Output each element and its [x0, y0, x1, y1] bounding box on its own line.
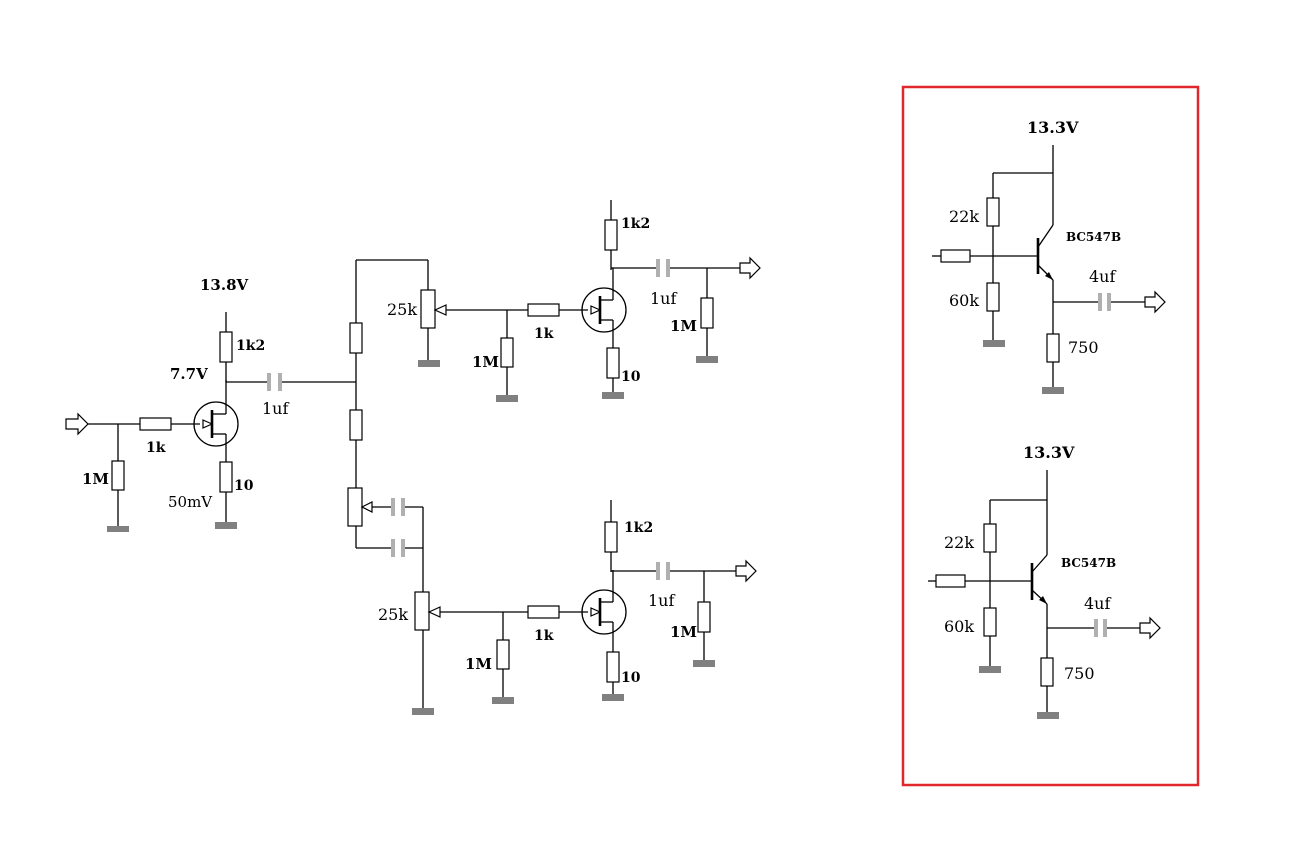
- upper-bias-resistor-top: [986, 197, 1000, 227]
- input-drain-resistor: [219, 331, 233, 363]
- ground-icon: [418, 360, 440, 367]
- lower-base-resistor: [935, 574, 966, 588]
- top-gate-bias-resistor: [500, 337, 514, 368]
- bjt-buffer-upper: 13.3V 22k BC547B 4uf 60k 750: [932, 118, 1166, 394]
- splitter-network: [347, 259, 428, 592]
- lower-output-arrow-icon: [1139, 616, 1161, 640]
- divider-resistor-lower: [349, 409, 363, 441]
- label-box2-emitter-resistor: 750: [1064, 664, 1095, 683]
- label-box1-bias-bottom: 60k: [949, 291, 979, 310]
- input-jfet: [193, 401, 239, 447]
- label-bottom-source-resistor: 10: [621, 670, 641, 686]
- bottom-output-arrow-icon: [735, 559, 757, 583]
- upper-output-capacitor: [1098, 293, 1102, 311]
- ground-icon: [602, 694, 624, 701]
- bypass-capacitor-upper: [391, 498, 395, 516]
- ground-icon: [979, 666, 1001, 673]
- top-source-resistor: [606, 347, 620, 379]
- ground-icon: [492, 697, 514, 704]
- divider-resistor-upper: [349, 322, 363, 354]
- label-box2-transistor: BC547B: [1061, 556, 1116, 570]
- label-main-input-bias: 1M: [82, 470, 109, 488]
- label-bottom-pot: 25k: [378, 605, 408, 624]
- top-output-capacitor: [656, 259, 660, 277]
- upper-base-resistor: [940, 249, 971, 263]
- ground-icon: [215, 522, 237, 529]
- ground-icon: [983, 340, 1005, 347]
- label-main-drain-resistor: 1k2: [236, 338, 265, 354]
- label-top-source-resistor: 10: [621, 369, 641, 385]
- input-source-resistor: [219, 461, 233, 493]
- bottom-drain-resistor: [604, 521, 618, 553]
- bottom-gate-bias-resistor: [496, 639, 510, 670]
- input-arrow-icon: [65, 412, 89, 436]
- label-top-output-load: 1M: [670, 317, 697, 335]
- bottom-jfet: [581, 589, 627, 635]
- label-box2-supply: 13.3V: [1023, 443, 1075, 462]
- bjt-buffer-lower: 13.3V 22k BC547B 4uf 60k 750: [928, 443, 1161, 719]
- bottom-gate-resistor: [527, 605, 560, 619]
- ground-icon: [693, 660, 715, 667]
- top-output-arrow-icon: [739, 256, 761, 280]
- label-top-output-cap: 1uf: [650, 289, 677, 308]
- label-main-source-resistor: 10: [234, 478, 254, 494]
- bottom-output-stage: 1k2 1uf 25k 1k 1M 1M 10: [378, 500, 757, 715]
- highlight-frame: [901, 85, 1200, 787]
- label-bottom-gate-bias: 1M: [465, 655, 492, 673]
- input-bias-resistor: [111, 460, 125, 491]
- label-top-gate-resistor: 1k: [534, 326, 554, 342]
- label-main-input-resistor: 1k: [146, 440, 166, 456]
- label-main-drain-voltage: 7.7V: [170, 365, 208, 383]
- ground-icon: [412, 708, 434, 715]
- label-top-gate-bias: 1M: [472, 353, 499, 371]
- lower-emitter-resistor: [1040, 657, 1054, 687]
- input-stage: 13.8V 1k2 7.7V 1uf 1k 1M 10 50mV: [65, 276, 356, 532]
- lower-bias-resistor-top: [983, 523, 997, 553]
- label-box1-transistor: BC547B: [1066, 230, 1121, 244]
- label-top-pot: 25k: [387, 300, 417, 319]
- bottom-output-load-resistor: [697, 601, 711, 633]
- ground-icon: [496, 395, 518, 402]
- bypass-capacitor-lower: [391, 539, 395, 557]
- bottom-volume-pot: [414, 591, 430, 631]
- ground-icon: [1042, 387, 1064, 394]
- upper-output-arrow-icon: [1144, 290, 1166, 314]
- label-box2-output-cap: 4uf: [1084, 594, 1111, 613]
- ground-icon: [107, 526, 129, 532]
- label-box1-emitter-resistor: 750: [1068, 338, 1099, 357]
- bottom-source-resistor: [606, 651, 620, 683]
- top-jfet: [581, 287, 627, 333]
- label-bottom-output-load: 1M: [670, 623, 697, 641]
- label-box2-bias-bottom: 60k: [944, 617, 974, 636]
- label-box1-supply: 13.3V: [1027, 118, 1079, 137]
- bottom-output-capacitor: [656, 562, 660, 580]
- label-main-supply: 13.8V: [200, 276, 249, 294]
- label-bottom-drain-resistor: 1k2: [624, 520, 653, 536]
- label-bottom-output-cap: 1uf: [648, 591, 675, 610]
- input-gate-resistor: [139, 417, 172, 431]
- label-box2-bias-top: 22k: [944, 533, 974, 552]
- label-main-source-voltage: 50mV: [168, 493, 213, 511]
- top-gate-resistor: [527, 303, 560, 317]
- lower-bias-resistor-bottom: [983, 607, 997, 637]
- upper-bias-resistor-bottom: [986, 282, 1000, 312]
- ground-icon: [602, 392, 624, 399]
- label-box1-bias-top: 22k: [949, 207, 979, 226]
- top-drain-resistor: [604, 219, 618, 251]
- label-bottom-gate-resistor: 1k: [534, 628, 554, 644]
- lower-output-capacitor: [1094, 619, 1098, 637]
- ground-icon: [696, 356, 718, 363]
- upper-emitter-resistor: [1046, 333, 1060, 363]
- label-main-coupling-cap: 1uf: [262, 399, 289, 418]
- input-coupling-capacitor: [267, 373, 271, 391]
- top-volume-pot: [420, 289, 436, 329]
- ground-icon: [1037, 712, 1059, 719]
- label-box1-output-cap: 4uf: [1089, 267, 1116, 286]
- label-top-drain-resistor: 1k2: [621, 216, 650, 232]
- top-output-stage: 1k2 25k 1uf 1k 1M 1M 10: [387, 200, 761, 402]
- top-output-load-resistor: [700, 297, 714, 329]
- divider-trim-pot: [347, 487, 363, 527]
